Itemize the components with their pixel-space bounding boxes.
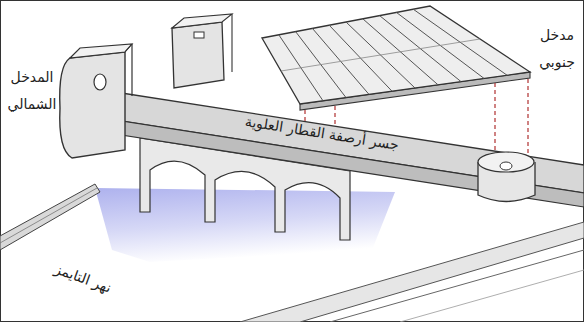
entrance-label: المدخل الشمالي — [3, 64, 61, 117]
solar-roof — [262, 6, 530, 104]
embankment — [0, 184, 100, 250]
embankment-road — [240, 222, 584, 322]
stair-tower — [172, 22, 224, 88]
entrance-label: مدخل جنوبي — [534, 22, 580, 75]
north-entrance-building — [60, 52, 125, 158]
river-label: نهر التايمز — [19, 248, 147, 308]
